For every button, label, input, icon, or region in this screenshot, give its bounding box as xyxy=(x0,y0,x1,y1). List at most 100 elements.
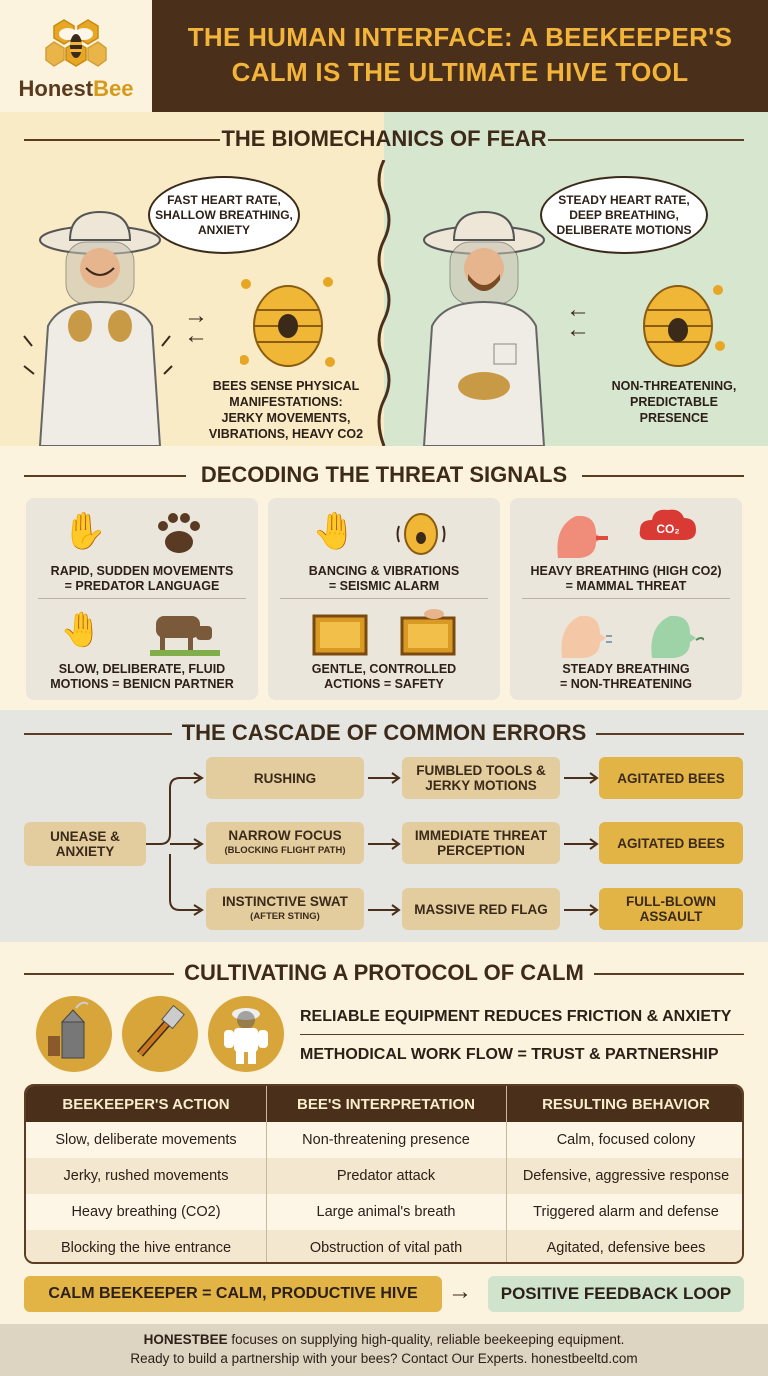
table-cell: Defensive, aggressive response xyxy=(522,1168,730,1184)
cascade-root: UNEASE &ANXIETY xyxy=(24,822,146,866)
divider-zigzag xyxy=(377,160,391,446)
flow-text: PERCEPTION xyxy=(437,843,525,858)
protocol-divider xyxy=(300,1034,744,1035)
caption-line: PRESENCE xyxy=(639,411,709,425)
section-title-signals: DECODING THE THREAT SIGNALS xyxy=(200,462,568,487)
caption-line: BEES SENSE PHYSICAL xyxy=(212,379,360,393)
signal-label: = SEISMIC ALARM xyxy=(328,579,440,593)
footer-text: focuses on supplying high-quality, relia… xyxy=(227,1332,625,1347)
hand-wave-icon: ✋ xyxy=(62,510,107,551)
hand-bang-icon: 🤚 xyxy=(312,510,357,551)
flow-arrows xyxy=(368,772,599,916)
signal-card-breathing: CO₂ HEAVY BREATHING (HIGH CO2)= MAMMAL T… xyxy=(510,498,742,700)
section-rule xyxy=(24,733,172,735)
cascade-step-a: INSTINCTIVE SWAT (AFTER STING) xyxy=(206,888,364,930)
signal-label: BANCING & VIBRATIONS xyxy=(308,564,460,578)
cascade-outcome: AGITATED BEES xyxy=(599,757,743,799)
logo[interactable]: HonestBee xyxy=(0,0,152,112)
bubble-line: SHALLOW BREATHING, xyxy=(155,207,293,222)
flow-text: FULL-BLOWN xyxy=(626,894,716,909)
thought-bubble-calm: STEADY HEART RATE,DEEP BREATHING,DELIBER… xyxy=(540,176,708,254)
flow-text: FUMBLED TOOLS & xyxy=(416,763,546,778)
bubble-line: ANXIETY xyxy=(197,222,250,237)
signal-label: RAPID, SUDDEN MOVEMENTS xyxy=(50,564,234,578)
section-title-cascade: THE CASCADE OF COMMON ERRORS xyxy=(181,720,587,745)
result-calm-hive: CALM BEEKEEPER = CALM, PRODUCTIVE HIVE xyxy=(24,1276,442,1312)
beehive-agitated-icon xyxy=(240,277,335,367)
flow-text: INSTINCTIVE SWAT xyxy=(222,894,348,909)
flow-text: RUSHING xyxy=(253,770,317,786)
footer-brand: HONESTBEE xyxy=(143,1332,228,1347)
brand-name: HonestBee xyxy=(0,76,152,102)
paw-print-icon xyxy=(158,513,200,553)
protocol-point-workflow: METHODICAL WORK FLOW = TRUST & PARTNERSH… xyxy=(300,1046,719,1063)
table-cell: Obstruction of vital path xyxy=(309,1240,463,1256)
signal-label: = PREDATOR LANGUAGE xyxy=(64,579,220,593)
flow-text: MASSIVE RED FLAG xyxy=(414,901,548,917)
anxious-beekeeper-illustration xyxy=(23,210,173,446)
caption-line: PREDICTABLE xyxy=(630,395,718,409)
signal-label: ACTIONS = SAFETY xyxy=(324,677,444,691)
footer-contact-link[interactable]: Ready to build a partnership with your b… xyxy=(130,1351,638,1366)
signal-label: STEADY BREATHING xyxy=(562,662,690,676)
section-title-protocol: CULTIVATING A PROTOCOL OF CALM xyxy=(184,960,584,985)
signal-label: = MAMMAL THREAT xyxy=(565,579,687,593)
section-rule xyxy=(594,973,744,975)
bubble-line: FAST HEART RATE, xyxy=(167,192,281,207)
bee-suit-icon xyxy=(208,996,284,1072)
table-cell: Non-threatening presence xyxy=(302,1132,470,1148)
flow-text: IMMEDIATE THREAT xyxy=(414,828,548,843)
flow-text: ASSAULT xyxy=(639,909,703,924)
caption-line: VIBRATIONS, HEAVY CO2 xyxy=(208,427,364,441)
honeycomb-bee-icon xyxy=(45,19,107,67)
table-divider xyxy=(506,1086,507,1262)
exchange-arrows-icon: ←← xyxy=(566,296,590,343)
brand-name-part1: Honest xyxy=(18,76,94,101)
behavior-table: BEEKEEPER'S ACTION BEE'S INTERPRETATION … xyxy=(24,1084,744,1264)
bubble-line: DEEP BREATHING, xyxy=(569,207,679,222)
caption-line: NON-THREATENING, xyxy=(611,379,737,393)
flow-text: AGITATED BEES xyxy=(617,835,725,851)
table-divider xyxy=(266,1086,267,1262)
cascade-step-a: RUSHING xyxy=(206,757,364,799)
gentle-frame-icon xyxy=(400,609,456,656)
protocol-point-equipment: RELIABLE EQUIPMENT REDUCES FRICTION & AN… xyxy=(300,1008,732,1025)
signal-label: MOTIONS = BENICN PARTNER xyxy=(50,677,234,691)
smoker-icon xyxy=(36,996,112,1072)
section-rule xyxy=(582,475,744,477)
table-cell: Large animal's breath xyxy=(316,1204,456,1220)
green-head-icon xyxy=(651,615,704,658)
footer-line-1: HONESTBEE focuses on supplying high-qual… xyxy=(0,1330,768,1349)
caption-line: MANIFESTATIONS: xyxy=(229,395,343,409)
table-header: BEEKEEPER'S ACTION xyxy=(26,1086,266,1122)
hive-tool-icon xyxy=(122,996,198,1072)
grazing-cow-icon xyxy=(150,616,220,656)
honey-frame-icon xyxy=(312,614,368,656)
table-cell: Agitated, defensive bees xyxy=(546,1240,706,1256)
table-header: BEE'S INTERPRETATION xyxy=(266,1086,506,1122)
arrow-right-icon: → xyxy=(448,1278,472,1305)
exchange-arrows-icon: →← xyxy=(184,302,208,349)
title-line-2: CALM IS THE ULTIMATE HIVE TOOL xyxy=(231,57,689,87)
result-feedback-loop: POSITIVE FEEDBACK LOOP xyxy=(488,1276,744,1312)
section-rule xyxy=(596,733,744,735)
heavy-breath-head-icon xyxy=(557,515,608,558)
bubble-line: STEADY HEART RATE, xyxy=(558,192,690,207)
signal-card-movement: ✋ RAPID, SUDDEN MOVEMENTS= PREDATOR LANG… xyxy=(26,498,258,700)
flow-text: NARROW FOCUS xyxy=(228,828,342,843)
table-cell: Slow, deliberate movements xyxy=(55,1132,237,1148)
table-cell: Heavy breathing (CO2) xyxy=(71,1204,221,1220)
caption-line: JERKY MOVEMENTS, xyxy=(221,411,351,425)
card-divider xyxy=(280,598,488,599)
steady-breath-head-icon xyxy=(561,615,612,658)
signal-label: = NON-THREATENING xyxy=(559,677,693,691)
brand-name-part2: Bee xyxy=(93,76,134,101)
page-title: THE HUMAN INTERFACE: A BEEKEEPER'S CALM … xyxy=(160,20,760,90)
table-row-bg xyxy=(26,1230,742,1262)
flow-text: UNEASE & xyxy=(50,829,120,844)
header-banner: HonestBee THE HUMAN INTERFACE: A BEEKEEP… xyxy=(0,0,768,112)
cascade-step-a: NARROW FOCUS(BLOCKING FLIGHT PATH) xyxy=(206,822,364,864)
open-hand-icon: 🤚 xyxy=(60,611,103,649)
flow-subtext: (AFTER STING) xyxy=(250,911,320,922)
